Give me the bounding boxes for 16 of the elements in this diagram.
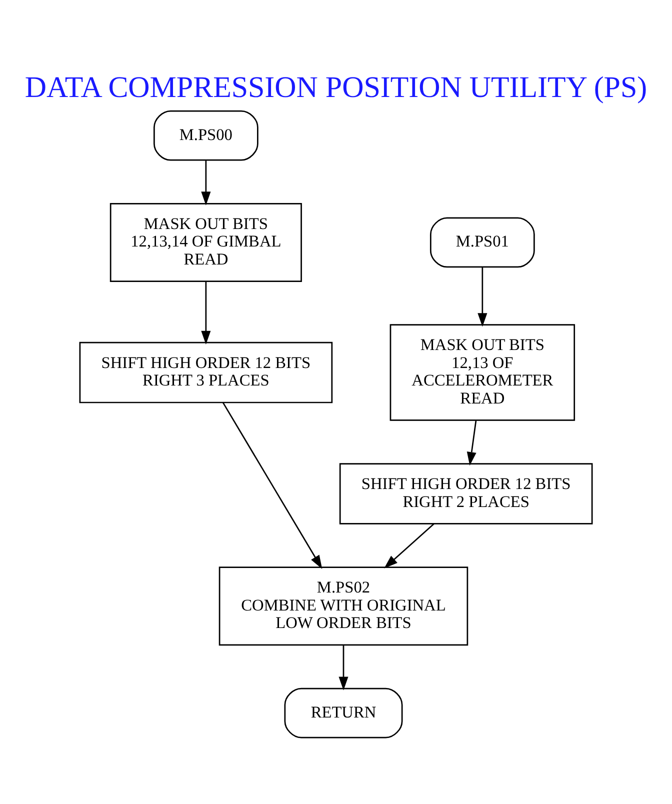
node-box: RETURN bbox=[284, 687, 403, 738]
diagram-title: DATA COMPRESSION POSITION UTILITY (PS) bbox=[24, 70, 648, 104]
node-box: SHIFT HIGH ORDER 12 BITS RIGHT 3 PLACES bbox=[79, 341, 333, 403]
arrow bbox=[384, 522, 434, 568]
arrow bbox=[338, 644, 348, 690]
arrow bbox=[466, 420, 477, 466]
arrow bbox=[478, 266, 488, 326]
arrow bbox=[201, 160, 211, 205]
node-box: MASK OUT BITS 12,13,14 OF GIMBAL READ bbox=[110, 202, 302, 282]
arrow bbox=[222, 402, 322, 568]
node-box: M.PS01 bbox=[430, 216, 535, 268]
node-box: SHIFT HIGH ORDER 12 BITS RIGHT 2 PLACES bbox=[339, 462, 593, 524]
node-box: MASK OUT BITS 12,13 OF ACCELEROMETER READ bbox=[390, 324, 576, 420]
arrow bbox=[201, 280, 211, 344]
node-box: M.PS00 bbox=[154, 110, 258, 160]
node-box: M.PS02 COMBINE WITH ORIGINAL LOW ORDER BITS bbox=[218, 566, 468, 646]
